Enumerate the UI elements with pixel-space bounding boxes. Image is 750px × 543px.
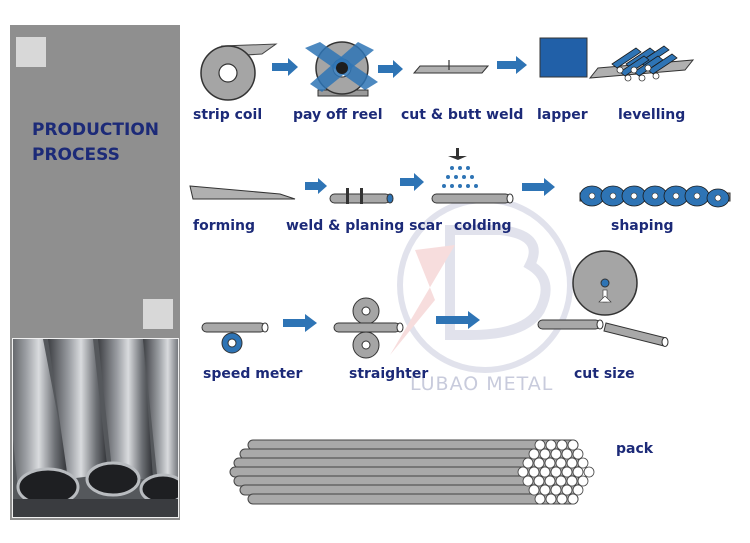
steel-pipes-photo xyxy=(12,338,179,518)
right-arrow-icon xyxy=(378,60,403,78)
label-pack: pack xyxy=(616,441,654,457)
right-arrow-icon xyxy=(283,314,317,332)
label-cut-size: cut size xyxy=(574,366,635,382)
page-title: PRODUCTION PROCESS xyxy=(32,118,182,168)
shaping-rollers-icon xyxy=(579,185,731,208)
decorative-square xyxy=(143,299,173,329)
label-weld-planing-scar: weld & planing scar xyxy=(286,218,443,234)
label-levelling: levelling xyxy=(618,107,686,123)
butt-weld-strip-icon xyxy=(412,60,490,74)
watermark-text: LUBAO METAL xyxy=(410,373,554,395)
label-lapper: lapper xyxy=(537,107,588,123)
right-arrow-icon xyxy=(400,173,424,191)
right-arrow-icon xyxy=(272,58,298,76)
lapper-square-icon xyxy=(539,37,588,78)
straighter-rollers-icon xyxy=(333,297,404,359)
decorative-square xyxy=(16,37,46,67)
steel-pipes-image xyxy=(13,339,178,517)
right-arrow-icon xyxy=(436,311,480,329)
strip-coil-icon xyxy=(200,43,278,101)
label-strip-coil: strip coil xyxy=(193,107,263,123)
label-forming: forming xyxy=(193,218,255,234)
levelling-rollers-icon xyxy=(588,45,695,82)
title-line-1: PRODUCTION xyxy=(32,120,159,140)
weld-pipe-icon xyxy=(329,188,394,204)
title-line-2: PROCESS xyxy=(32,145,120,165)
label-speed-meter: speed meter xyxy=(203,366,303,382)
label-pay-off-reel: pay off reel xyxy=(293,107,383,123)
label-colding: colding xyxy=(454,218,512,234)
label-shaping: shaping xyxy=(611,218,674,234)
right-arrow-icon xyxy=(305,178,327,194)
pipe-bundle-icon xyxy=(229,439,595,505)
cut-saw-icon xyxy=(537,250,669,347)
right-arrow-icon xyxy=(497,56,527,74)
label-cut-butt-weld: cut & butt weld xyxy=(401,107,524,123)
right-arrow-icon xyxy=(522,178,555,196)
reel-icon xyxy=(305,41,378,97)
sidebar-panel: PRODUCTION PROCESS xyxy=(10,25,180,520)
forming-strip-icon xyxy=(189,185,296,200)
speed-meter-icon xyxy=(201,322,269,354)
water-spray-icon xyxy=(431,148,514,204)
label-straighter: straighter xyxy=(349,366,429,382)
